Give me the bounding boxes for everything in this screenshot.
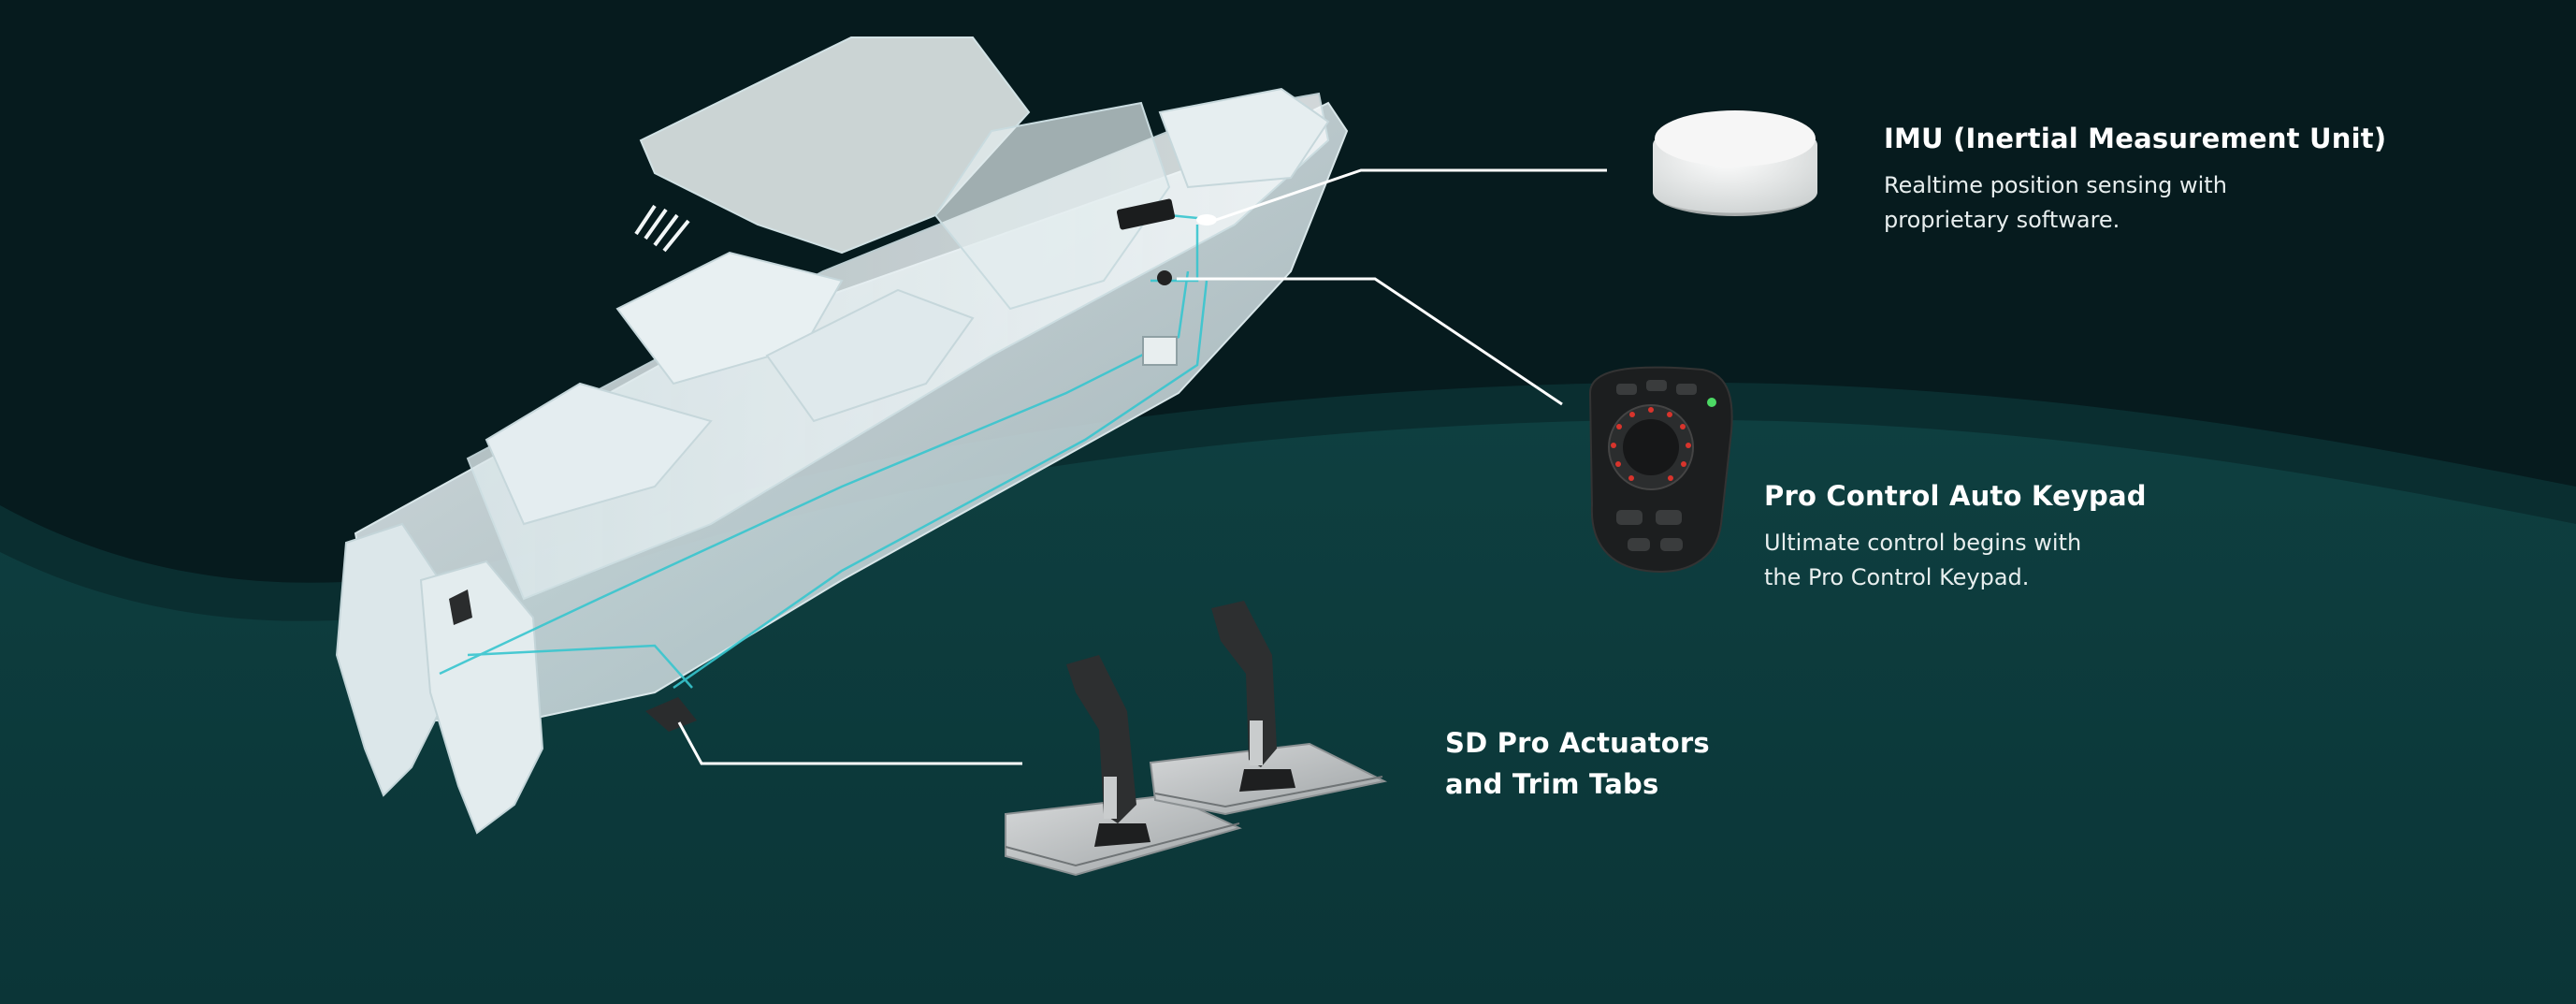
imu-puck-icon [1653, 110, 1817, 216]
imu-callout: IMU (Inertial Measurement Unit) Realtime… [1884, 118, 2445, 238]
keypad-title: Pro Control Auto Keypad [1764, 480, 2147, 512]
actuators-leader-line [677, 721, 1022, 765]
actuators-title-line: SD Pro Actuators [1445, 727, 1710, 759]
keypad-leader-line [1177, 277, 1563, 406]
keypad-description: Ultimate control begins with the Pro Con… [1764, 526, 2232, 595]
actuators-title-line: and Trim Tabs [1445, 768, 1659, 800]
keypad-callout: Pro Control Auto Keypad Ultimate control… [1764, 475, 2232, 595]
dash-keypad-icon [1116, 198, 1176, 230]
imu-description: Realtime position sensing with proprieta… [1884, 168, 2445, 238]
pump-icon [1157, 270, 1172, 285]
imu-title: IMU (Inertial Measurement Unit) [1884, 123, 2387, 154]
actuators-callout: SD Pro Actuators and Trim Tabs [1445, 722, 1782, 805]
imu-description-line: proprietary software. [1884, 207, 2120, 233]
dash-imu-icon [1196, 214, 1217, 226]
keypad-description-line: Ultimate control begins with [1764, 530, 2082, 556]
trim-tabs-actuators-icon [1005, 601, 1388, 877]
leader-lines [677, 168, 1607, 765]
hull-trim-tab-icon [645, 697, 697, 732]
battery-icon [1142, 336, 1178, 366]
keypad-description-line: the Pro Control Keypad. [1764, 564, 2030, 590]
wiring-harness [439, 213, 1217, 690]
imu-leader-line [1215, 168, 1607, 222]
actuators-title: SD Pro Actuators and Trim Tabs [1445, 722, 1782, 805]
keypad-device-icon [1588, 366, 1733, 573]
imu-description-line: Realtime position sensing with [1884, 172, 2227, 198]
boat-xray-illustration [335, 36, 1349, 835]
